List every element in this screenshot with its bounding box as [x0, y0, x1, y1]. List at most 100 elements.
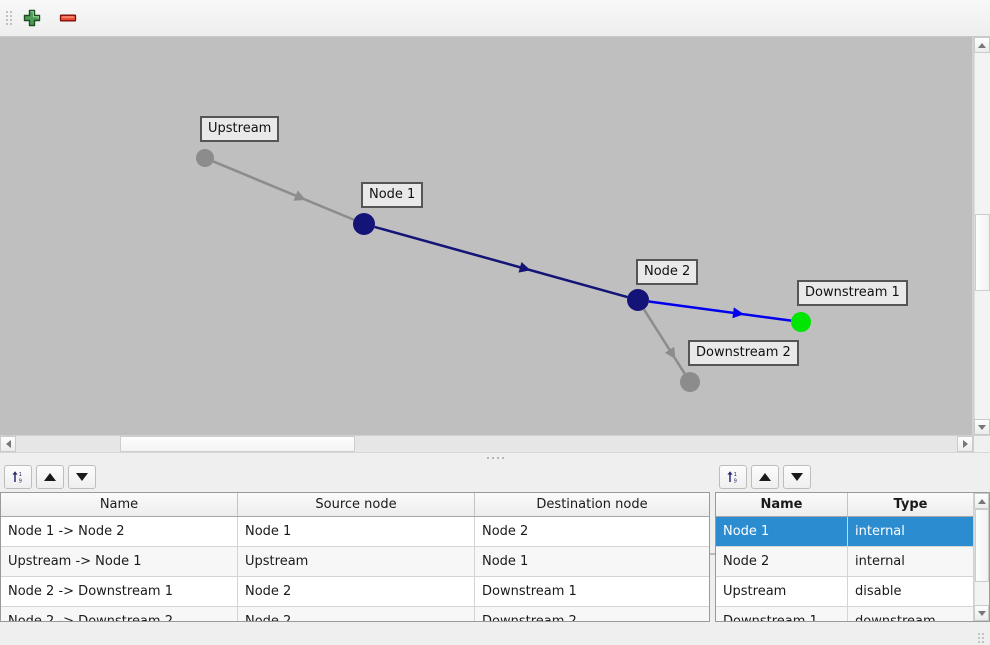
table-cell[interactable]: Upstream -> Node 1: [1, 546, 238, 577]
table-cell[interactable]: Node 2: [237, 576, 475, 607]
graph-edge[interactable]: [642, 308, 686, 375]
graph-node-node2[interactable]: [627, 289, 649, 311]
graph-edge[interactable]: [212, 160, 355, 221]
graph-edge[interactable]: [648, 300, 792, 322]
table-cell[interactable]: Node 1: [716, 516, 848, 547]
nodes-vscroll-thumb[interactable]: [975, 509, 989, 582]
table-cell[interactable]: Downstream 1: [474, 576, 709, 607]
scroll-down-button[interactable]: [974, 605, 989, 621]
column-header[interactable]: Destination node: [474, 493, 709, 517]
graph-vscroll-thumb[interactable]: [975, 214, 990, 291]
node-label-node2[interactable]: Node 2: [636, 259, 699, 285]
node-label-node1[interactable]: Node 1: [361, 182, 424, 208]
scroll-up-button[interactable]: [974, 493, 989, 509]
triangle-up-icon: [977, 498, 986, 504]
svg-text:1: 1: [734, 472, 737, 478]
nodes-move-up-button[interactable]: [751, 464, 779, 489]
table-cell[interactable]: Node 2: [474, 516, 709, 547]
table-cell[interactable]: Node 1 -> Node 2: [1, 516, 238, 547]
svg-text:9: 9: [19, 478, 22, 484]
node-label-upstream[interactable]: Upstream: [200, 116, 280, 142]
table-cell[interactable]: Upstream: [237, 546, 475, 577]
resize-grip[interactable]: [978, 633, 986, 643]
graph-hscroll-track[interactable]: [16, 436, 957, 452]
graph-vscroll-track[interactable]: [974, 53, 990, 419]
graph-node-downstream2[interactable]: [680, 372, 700, 392]
vertical-splitter[interactable]: [710, 462, 715, 645]
table-cell[interactable]: Downstream 1: [716, 606, 848, 621]
table-cell[interactable]: internal: [847, 546, 973, 577]
scroll-right-button[interactable]: [957, 436, 973, 452]
scroll-down-button[interactable]: [974, 419, 990, 435]
column-header[interactable]: Name: [1, 493, 238, 517]
triangle-down-icon: [978, 424, 986, 430]
toolbar-drag-grip[interactable]: [4, 7, 13, 29]
edge-arrowhead-icon: [518, 261, 531, 273]
scrollbar-corner: [973, 436, 990, 452]
table-cell[interactable]: Node 2: [237, 606, 475, 621]
table-cell[interactable]: Node 2: [716, 546, 848, 577]
node-label-downstream1[interactable]: Downstream 1: [797, 280, 908, 306]
edges-move-down-button[interactable]: [68, 464, 96, 489]
triangle-down-icon: [977, 610, 986, 616]
column-header[interactable]: Name: [716, 493, 848, 517]
edge-arrowhead-icon: [293, 190, 306, 201]
nodes-vertical-scrollbar[interactable]: [973, 493, 989, 621]
horizontal-splitter[interactable]: [0, 452, 990, 462]
triangle-right-icon: [962, 440, 968, 448]
table-cell[interactable]: internal: [847, 516, 973, 547]
table-cell[interactable]: Node 2 -> Downstream 2: [1, 606, 238, 621]
nodes-vscroll-track[interactable]: [974, 509, 989, 605]
column-header[interactable]: Type: [847, 493, 973, 517]
graph-node-upstream[interactable]: [196, 149, 214, 167]
graph-node-downstream1[interactable]: [791, 312, 811, 332]
table-cell[interactable]: downstream: [847, 606, 973, 621]
nodes-footer: [715, 622, 990, 645]
graph-node-node1[interactable]: [353, 213, 375, 235]
edges-toolbar: 1 9: [0, 462, 710, 492]
table-cell[interactable]: Downstream 2: [474, 606, 709, 621]
nodes-sort-button[interactable]: 1 9: [719, 464, 747, 489]
table-cell[interactable]: disable: [847, 576, 973, 607]
remove-button[interactable]: [54, 4, 82, 32]
plus-icon: [23, 9, 41, 27]
scroll-left-button[interactable]: [0, 436, 16, 452]
add-button[interactable]: [18, 4, 46, 32]
edges-sort-button[interactable]: 1 9: [4, 464, 32, 489]
table-cell[interactable]: Node 2 -> Downstream 1: [1, 576, 238, 607]
table-cell[interactable]: Node 1: [474, 546, 709, 577]
triangle-up-icon: [759, 472, 771, 481]
table-cell[interactable]: Node 1: [237, 516, 475, 547]
graph-vertical-scrollbar[interactable]: [973, 37, 990, 435]
edges-footer: [0, 622, 710, 645]
graph-edge[interactable]: [374, 225, 628, 299]
edges-move-up-button[interactable]: [36, 464, 64, 489]
table-cell[interactable]: Upstream: [716, 576, 848, 607]
nodes-move-down-button[interactable]: [783, 464, 811, 489]
splitter-grip: [486, 456, 504, 459]
table-row[interactable]: Downstream 1downstream: [716, 606, 973, 621]
graph-horizontal-scrollbar[interactable]: [0, 435, 990, 452]
column-header[interactable]: Source node: [237, 493, 475, 517]
node-label-downstream2[interactable]: Downstream 2: [688, 340, 799, 366]
graph-hscroll-thumb[interactable]: [119, 436, 355, 452]
scroll-up-button[interactable]: [974, 37, 990, 53]
